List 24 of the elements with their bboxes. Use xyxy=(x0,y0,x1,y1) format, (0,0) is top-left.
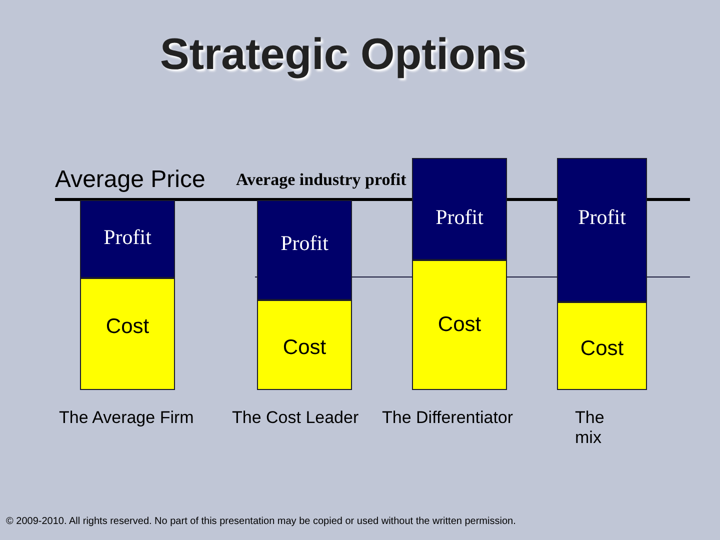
cost-bar-segment xyxy=(412,260,507,390)
average-price-label: Average Price xyxy=(55,166,206,194)
profit-label: Profit xyxy=(102,225,152,250)
profit-label: Profit xyxy=(434,205,484,230)
profit-bar-segment xyxy=(257,200,352,300)
profit-label: Profit xyxy=(280,231,330,256)
cost-label: Cost xyxy=(282,336,328,360)
profit-label: Profit xyxy=(577,205,627,230)
cost-bar-segment xyxy=(557,302,647,390)
cost-bar-segment xyxy=(257,300,352,390)
cost-label: Cost xyxy=(579,337,625,361)
cost-label: Cost xyxy=(436,313,482,337)
bar-caption: The Cost Leader xyxy=(232,408,359,428)
slide-title: Strategic Options xyxy=(160,30,527,80)
average-industry-profit-label: Average industry profit xyxy=(236,170,406,190)
cost-bar-segment xyxy=(80,278,175,390)
copyright-note: © 2009-2010. All rights reserved. No part of this presentation may be copied or used without the written permission. xyxy=(6,516,516,527)
bar-caption: The mix xyxy=(575,408,606,448)
bar-caption: The Average Firm xyxy=(59,408,194,428)
profit-bar-segment xyxy=(557,158,647,302)
cost-label: Cost xyxy=(104,315,150,339)
bar-caption: The Differentiator xyxy=(382,408,514,428)
profit-bar-segment xyxy=(412,158,507,260)
profit-bar-segment xyxy=(80,200,175,278)
